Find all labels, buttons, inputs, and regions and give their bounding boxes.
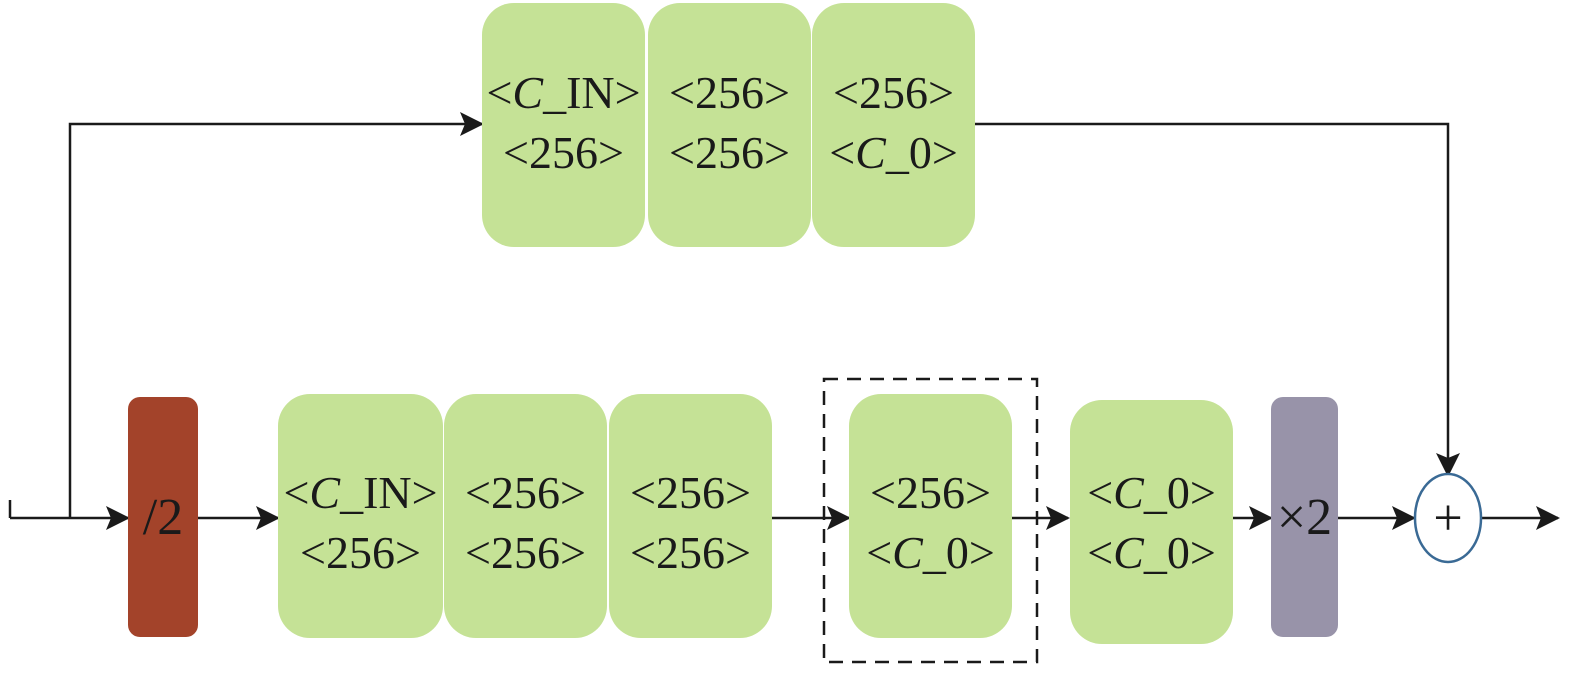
connectors xyxy=(8,112,1560,530)
top-branch: <C_IN> <256> <256> <256> <256> <C_0> xyxy=(482,3,975,247)
bottom-block-3-box xyxy=(609,394,772,638)
top-block-2-line2: <256> xyxy=(669,127,790,178)
bottom-block-1-box xyxy=(278,394,443,638)
top-block-1-box xyxy=(482,3,645,247)
downsample-label: /2 xyxy=(143,489,183,546)
final-block-line1: <C_0> xyxy=(1087,467,1216,518)
final-block-line2: <C_0> xyxy=(1087,527,1216,578)
add-node: + xyxy=(1413,472,1483,564)
upsample-block: ×2 xyxy=(1271,397,1338,637)
final-block-box xyxy=(1070,400,1233,644)
bottom-block-3-line1: <256> xyxy=(630,467,751,518)
dashed-group: <256> <C_0> xyxy=(822,377,1039,664)
bottom-block-2: <256> <256> xyxy=(444,394,607,638)
top-block-2-line1: <256> xyxy=(669,67,790,118)
dashed-block-box xyxy=(849,394,1012,638)
bottom-branch: /2 <C_IN> <256> <256> <256> <256> <256> … xyxy=(128,377,1483,664)
top-block-3-box xyxy=(812,3,975,247)
skip-branch-arrow xyxy=(68,112,484,518)
bottom-block-1: <C_IN> <256> xyxy=(278,394,443,638)
top-to-add-arrow xyxy=(975,122,1460,477)
add-circle xyxy=(1413,472,1483,564)
downsample-block: /2 xyxy=(128,397,198,637)
upsample-box xyxy=(1271,397,1338,637)
bottom-block-2-box xyxy=(444,394,607,638)
bottom-block-1-line1: <C_IN> xyxy=(283,467,437,518)
top-block-2: <256> <256> xyxy=(648,3,811,247)
dashed-frame xyxy=(822,377,1039,664)
bottom-block-3: <256> <256> xyxy=(609,394,772,638)
top-block-2-box xyxy=(648,3,811,247)
add-symbol: + xyxy=(1433,490,1462,547)
top-block-3-line2: <C_0> xyxy=(829,127,958,178)
top-block-1: <C_IN> <256> xyxy=(482,3,645,247)
bottom-block-1-line2: <256> xyxy=(300,527,421,578)
final-block: <C_0> <C_0> xyxy=(1070,400,1233,644)
dashed-block-line1: <256> xyxy=(870,467,991,518)
bottom-block-2-line2: <256> xyxy=(465,527,586,578)
top-block-3: <256> <C_0> xyxy=(812,3,975,247)
downsample-box xyxy=(128,397,198,637)
dashed-block-line2: <C_0> xyxy=(866,527,995,578)
upsample-label: ×2 xyxy=(1277,489,1332,546)
top-block-1-line1: <C_IN> xyxy=(486,67,640,118)
top-block-1-line2: <256> xyxy=(503,127,624,178)
top-block-3-line1: <256> xyxy=(833,67,954,118)
bottom-block-2-line1: <256> xyxy=(465,467,586,518)
bottom-block-3-line2: <256> xyxy=(630,527,751,578)
